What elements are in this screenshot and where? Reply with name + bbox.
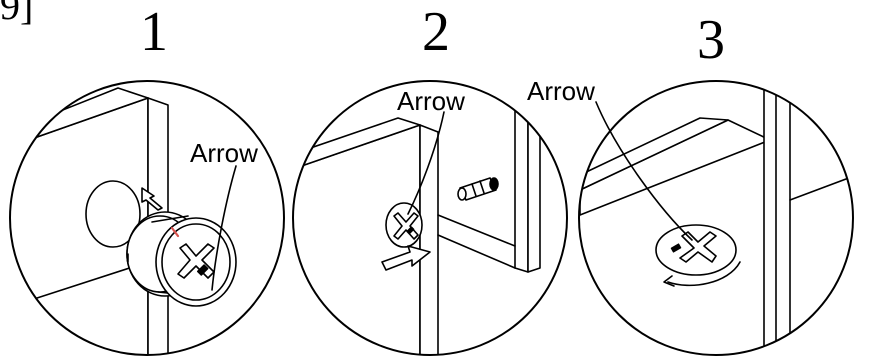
arrow-label-2: Arrow xyxy=(397,86,465,116)
arrow-label-1: Arrow xyxy=(190,138,258,168)
panel-1-arrow-leader xyxy=(212,166,236,290)
panel-2-step xyxy=(290,81,567,356)
panel-2-boards xyxy=(293,95,540,355)
step-number-3: 3 xyxy=(697,9,725,71)
panel-3-cam-fitting xyxy=(656,225,736,275)
panel-3-step xyxy=(579,55,870,356)
panel-2-slide-arrow xyxy=(382,246,430,270)
panel-3-rotate-arrow xyxy=(668,262,740,285)
panel-1-insert-arrow xyxy=(142,188,162,210)
panel-1-step xyxy=(0,81,284,356)
step-number-1: 1 xyxy=(140,1,168,63)
panel-3-boards xyxy=(580,81,870,355)
arrow-label-3: Arrow xyxy=(527,76,595,106)
panel-1-circle xyxy=(10,81,284,355)
panel-1-cam-fitting xyxy=(127,212,236,306)
panel-1-hole xyxy=(86,181,140,247)
panel-2-cam-fitting xyxy=(386,203,422,247)
panel-3-rotate-arrowhead xyxy=(664,276,674,286)
panel-2-circle xyxy=(293,81,567,355)
panel-3-circle xyxy=(579,81,853,355)
panel-2-arrow-leader xyxy=(408,112,444,214)
cropped-heading-fragment: 9] xyxy=(0,0,34,28)
panel-2-dowel xyxy=(458,178,498,200)
step-number-2: 2 xyxy=(422,1,450,63)
panel-3-arrow-leader xyxy=(596,102,692,240)
